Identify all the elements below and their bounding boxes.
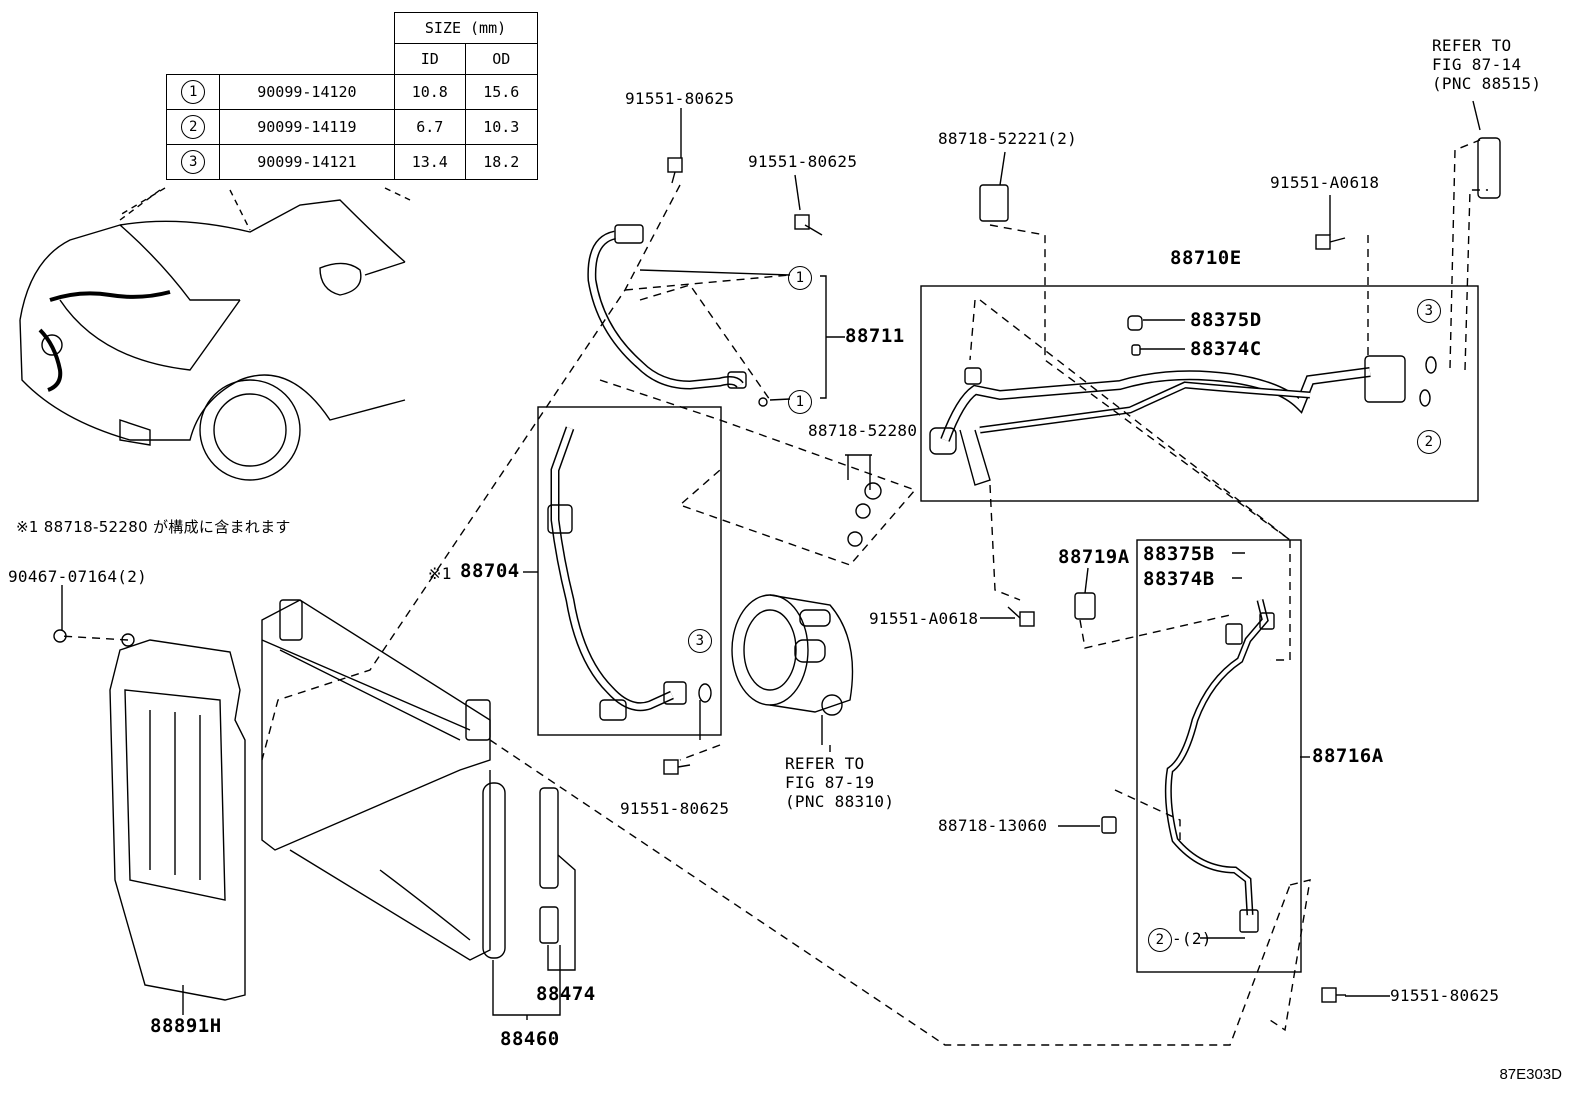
bolt-91551-A0618-b (1007, 606, 1035, 627)
part-label-91551-A0618[interactable]: 91551-A0618 (869, 609, 979, 628)
quantity-note: -(2) (1172, 929, 1212, 948)
pipe-88716A-box (1136, 539, 1302, 973)
reference-lines (59, 139, 1488, 1046)
refer-fig-87-19[interactable]: REFER TO FIG 87-19 (PNC 88310) (785, 754, 894, 811)
inner-diameter: 13.4 (393, 144, 466, 180)
part-number: 90099-14119 (219, 109, 395, 145)
callout-3: 3 (181, 150, 206, 174)
part-label-88374C[interactable]: 88374C (1190, 338, 1262, 360)
part-label-88718-52221[interactable]: 88718-52221(2) (938, 129, 1078, 148)
callout-1: 1 (788, 390, 812, 414)
refer-line: FIG 87-19 (785, 773, 875, 792)
mark-note-1: ※1 (428, 564, 452, 583)
condenser (261, 599, 491, 961)
refer-line: FIG 87-14 (1432, 55, 1522, 74)
hose-88704-box (537, 406, 722, 736)
vehicle-front-illustration (19, 189, 406, 481)
col-od: OD (465, 43, 538, 75)
bolt-91551-80625-c (663, 759, 691, 775)
pipe-88716A (1164, 599, 1275, 933)
pipe-88711 (587, 224, 845, 407)
part-label-88891H[interactable]: 88891H (150, 1015, 222, 1037)
receiver-88460 (482, 782, 506, 959)
part-label-91551-80625[interactable]: 91551-80625 (625, 89, 735, 108)
part-label-91551-80625[interactable]: 91551-80625 (748, 152, 858, 171)
part-label-88704[interactable]: 88704 (460, 560, 520, 582)
part-label-88711[interactable]: 88711 (845, 325, 905, 347)
pipe-88710E-box (920, 285, 1479, 502)
callout-3: 3 (688, 629, 712, 653)
inner-diameter: 6.7 (393, 109, 466, 145)
part-label-90467-07164[interactable]: 90467-07164(2) (8, 567, 148, 586)
plug-88474 (539, 906, 559, 944)
part-label-88718-52280[interactable]: 88718-52280 (808, 421, 918, 440)
part-label-88375B[interactable]: 88375B (1143, 543, 1215, 565)
callout-2: 2 (1417, 430, 1441, 454)
callout-2: 2 (1148, 928, 1172, 952)
part-label-88374B[interactable]: 88374B (1143, 568, 1215, 590)
part-label-88716A[interactable]: 88716A (1312, 745, 1384, 767)
clamp-88718-13060 (1101, 816, 1117, 834)
shroud-88891H (109, 633, 246, 1001)
desiccant-88474 (539, 787, 559, 889)
callout-2: 2 (181, 115, 206, 139)
figure-code: 87E303D (1499, 1066, 1562, 1083)
expansion-valve (1477, 137, 1501, 199)
callout-1: 1 (788, 266, 812, 290)
part-label-88719A[interactable]: 88719A (1058, 546, 1130, 568)
compressor (731, 594, 854, 745)
part-number: 90099-14120 (219, 74, 395, 110)
refer-line: REFER TO (1432, 36, 1512, 55)
outer-diameter: 15.6 (465, 74, 538, 110)
leader-lines (61, 100, 1481, 1020)
part-label-88460[interactable]: 88460 (500, 1028, 560, 1050)
size-header: SIZE (mm) (393, 12, 538, 44)
bolt-91551-80625-a (667, 157, 683, 184)
outer-diameter: 10.3 (465, 109, 538, 145)
hose-88704 (547, 426, 712, 721)
callout-3: 3 (1417, 299, 1441, 323)
part-label-91551-80625[interactable]: 91551-80625 (1390, 986, 1500, 1005)
bolt-91551-80625-d (1321, 987, 1346, 1003)
refer-line: (PNC 88515) (1432, 74, 1542, 93)
bolt-91551-A0618-top (1315, 234, 1346, 250)
clamp-88718-52221 (979, 184, 1009, 222)
size-row: 2 90099-14119 6.7 10.3 (165, 109, 538, 145)
part-label-88474[interactable]: 88474 (536, 983, 596, 1005)
refer-line: REFER TO (785, 754, 865, 773)
pipe-88710E (929, 315, 1437, 486)
part-label-88710E[interactable]: 88710E (1170, 247, 1242, 269)
inclusion-note: ※1 88718-52280 が構成に含まれます (16, 518, 291, 536)
refer-line: (PNC 88310) (785, 792, 895, 811)
inner-diameter: 10.8 (393, 74, 466, 110)
clamp-88718-52280 (847, 482, 882, 547)
hose-size-table: SIZE (mm) ID OD 1 90099-14120 10.8 15.6 … (165, 12, 538, 180)
part-label-88375D[interactable]: 88375D (1190, 309, 1262, 331)
pressure-switch-88719A (1074, 592, 1096, 620)
part-number: 90099-14121 (219, 144, 395, 180)
size-row: 3 90099-14121 13.4 18.2 (165, 144, 538, 180)
outer-diameter: 18.2 (465, 144, 538, 180)
part-label-88718-13060[interactable]: 88718-13060 (938, 816, 1048, 835)
bolt-91551-80625-b (794, 214, 823, 236)
refer-fig-87-14[interactable]: REFER TO FIG 87-14 (PNC 88515) (1432, 36, 1541, 93)
col-id: ID (393, 43, 466, 75)
size-row: 1 90099-14120 10.8 15.6 (165, 74, 538, 110)
part-label-91551-A0618[interactable]: 91551-A0618 (1270, 173, 1380, 192)
part-label-91551-80625[interactable]: 91551-80625 (620, 799, 730, 818)
callout-1: 1 (181, 80, 206, 104)
